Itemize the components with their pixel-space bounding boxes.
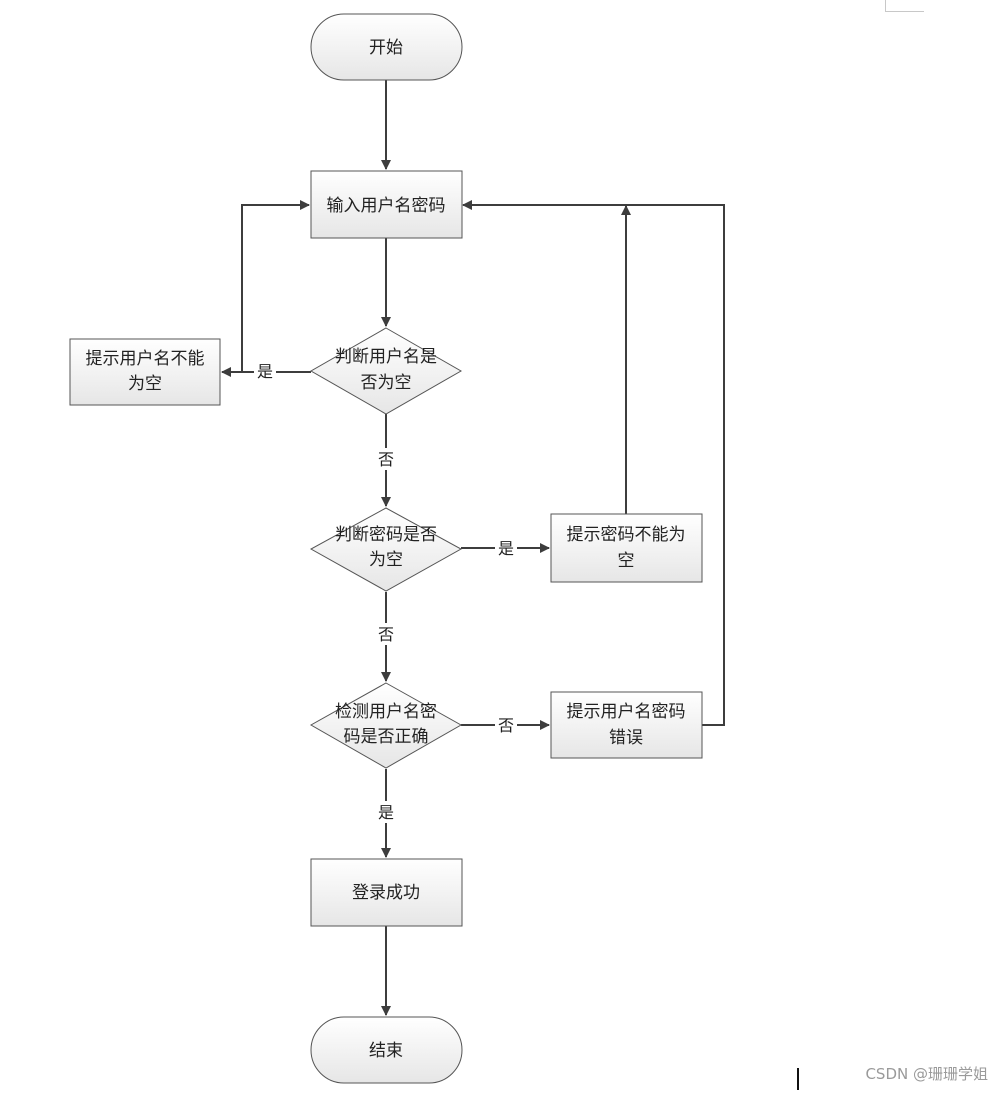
login-success-label: 登录成功 [352, 883, 420, 903]
edge-label-credentials-correct-no: 否 [498, 716, 514, 735]
verify-credentials-label-line1: 检测用户名密 [335, 702, 437, 722]
check-username-empty-node: 判断用户名是 否为空 [309, 327, 463, 415]
prompt-username-empty-label-line1: 提示用户名不能 [86, 349, 205, 369]
start-label: 开始 [369, 38, 403, 58]
prompt-password-empty-node: 提示密码不能为 空 [550, 513, 703, 583]
verify-credentials-label-line2: 码是否正确 [344, 727, 429, 747]
check-password-empty-label-line2: 为空 [369, 550, 403, 570]
start-node: 开始 [310, 13, 463, 81]
verify-credentials-node: 检测用户名密 码是否正确 [309, 682, 463, 769]
prompt-credentials-wrong-node: 提示用户名密码 错误 [550, 691, 703, 759]
edge-labels: 是 否 是 否 否 是 [254, 360, 517, 823]
check-password-empty-label-line1: 判断密码是否 [335, 525, 437, 545]
prompt-password-empty-label-line2: 空 [618, 551, 635, 571]
edge-label-username-empty-no: 否 [378, 450, 394, 469]
input-credentials-node: 输入用户名密码 [310, 170, 463, 239]
check-username-empty-label-line2: 否为空 [361, 373, 412, 393]
end-node: 结束 [310, 1016, 463, 1084]
login-success-node: 登录成功 [310, 858, 463, 927]
end-label: 结束 [369, 1041, 403, 1061]
edge-label-password-empty-yes: 是 [498, 539, 514, 558]
prompt-username-empty-label-line2: 为空 [128, 374, 162, 394]
watermark: CSDN @珊珊学姐 [865, 1065, 988, 1083]
prompt-credentials-wrong-label-line2: 错误 [609, 728, 643, 748]
page-corner-mark [885, 0, 924, 12]
prompt-password-empty-label-line1: 提示密码不能为 [567, 525, 686, 545]
edge-label-credentials-correct-yes: 是 [378, 803, 394, 822]
edge-label-password-empty-no: 否 [378, 625, 394, 644]
edge-prompt-username-back-to-input [222, 200, 310, 373]
edge-label-username-empty-yes: 是 [257, 362, 273, 381]
text-cursor [797, 1068, 799, 1090]
edge-prompt-credentials-back-to-input [462, 200, 725, 726]
prompt-credentials-wrong-label-line1: 提示用户名密码 [567, 702, 686, 722]
check-password-empty-node: 判断密码是否 为空 [309, 507, 463, 592]
check-username-empty-label-line1: 判断用户名是 [335, 347, 437, 367]
input-credentials-label: 输入用户名密码 [327, 196, 446, 216]
prompt-username-empty-node: 提示用户名不能 为空 [69, 338, 221, 406]
